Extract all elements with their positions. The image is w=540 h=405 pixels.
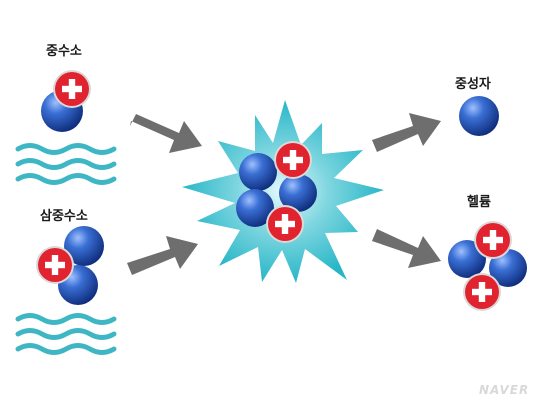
tritium-atom-icon xyxy=(36,226,104,305)
helium-nucleus-icon xyxy=(448,221,527,311)
fused-nucleus-icon xyxy=(236,141,317,243)
arrow-right-icon xyxy=(127,236,198,275)
naver-watermark: NAVER xyxy=(479,383,530,397)
label-tritium: 삼중수소 xyxy=(40,209,88,224)
water-wave-icon xyxy=(15,313,117,355)
arrow-right-icon xyxy=(372,113,441,152)
deuterium-atom-icon xyxy=(41,70,91,132)
water-wave-icon xyxy=(15,143,117,185)
arrow-right-icon xyxy=(130,114,202,153)
label-deuterium: 중수소 xyxy=(46,44,82,59)
arrow-right-icon xyxy=(372,229,441,268)
label-neutron: 중성자 xyxy=(455,77,491,92)
neutron-icon xyxy=(459,96,499,136)
label-helium: 헬륨 xyxy=(467,195,491,210)
